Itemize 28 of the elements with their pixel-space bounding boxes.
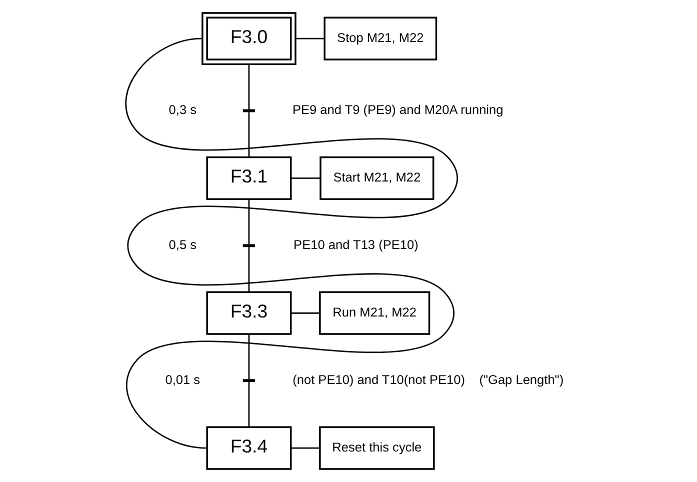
- node-label: 0,01 s: [164, 372, 200, 387]
- node-label: 0,5 s: [168, 236, 196, 252]
- node-label: 0,3 s: [168, 102, 196, 117]
- connector: [248, 199, 250, 244]
- node-bar: [242, 109, 255, 112]
- node-label: (not PE10) and T10(not PE10) ("Gap Length"): [292, 372, 564, 387]
- connector: [124, 38, 458, 449]
- connector: [290, 312, 320, 314]
- connector: [290, 177, 320, 179]
- node-box: Reset this cycle: [318, 426, 434, 470]
- node-box: F3.3: [206, 291, 292, 335]
- node-bar: [242, 379, 255, 382]
- node-box: F3.1: [206, 156, 292, 200]
- connector: [248, 64, 250, 110]
- node-box: F3.4: [206, 426, 292, 470]
- node-box: Stop M21, M22: [323, 16, 437, 60]
- node-box: Run M21, M22: [318, 291, 430, 335]
- connector: [290, 447, 320, 449]
- connector: [248, 334, 250, 380]
- connector: [248, 247, 250, 292]
- node-box: F3.0: [201, 12, 296, 66]
- node-box: Start M21, M22: [319, 156, 434, 200]
- node-label: PE9 and T9 (PE9) and M20A running: [292, 102, 503, 117]
- connector: [248, 112, 250, 158]
- connector: [248, 382, 250, 427]
- connector: [295, 38, 324, 40]
- node-label: PE10 and T13 (PE10): [293, 236, 418, 252]
- node-bar: [242, 244, 255, 248]
